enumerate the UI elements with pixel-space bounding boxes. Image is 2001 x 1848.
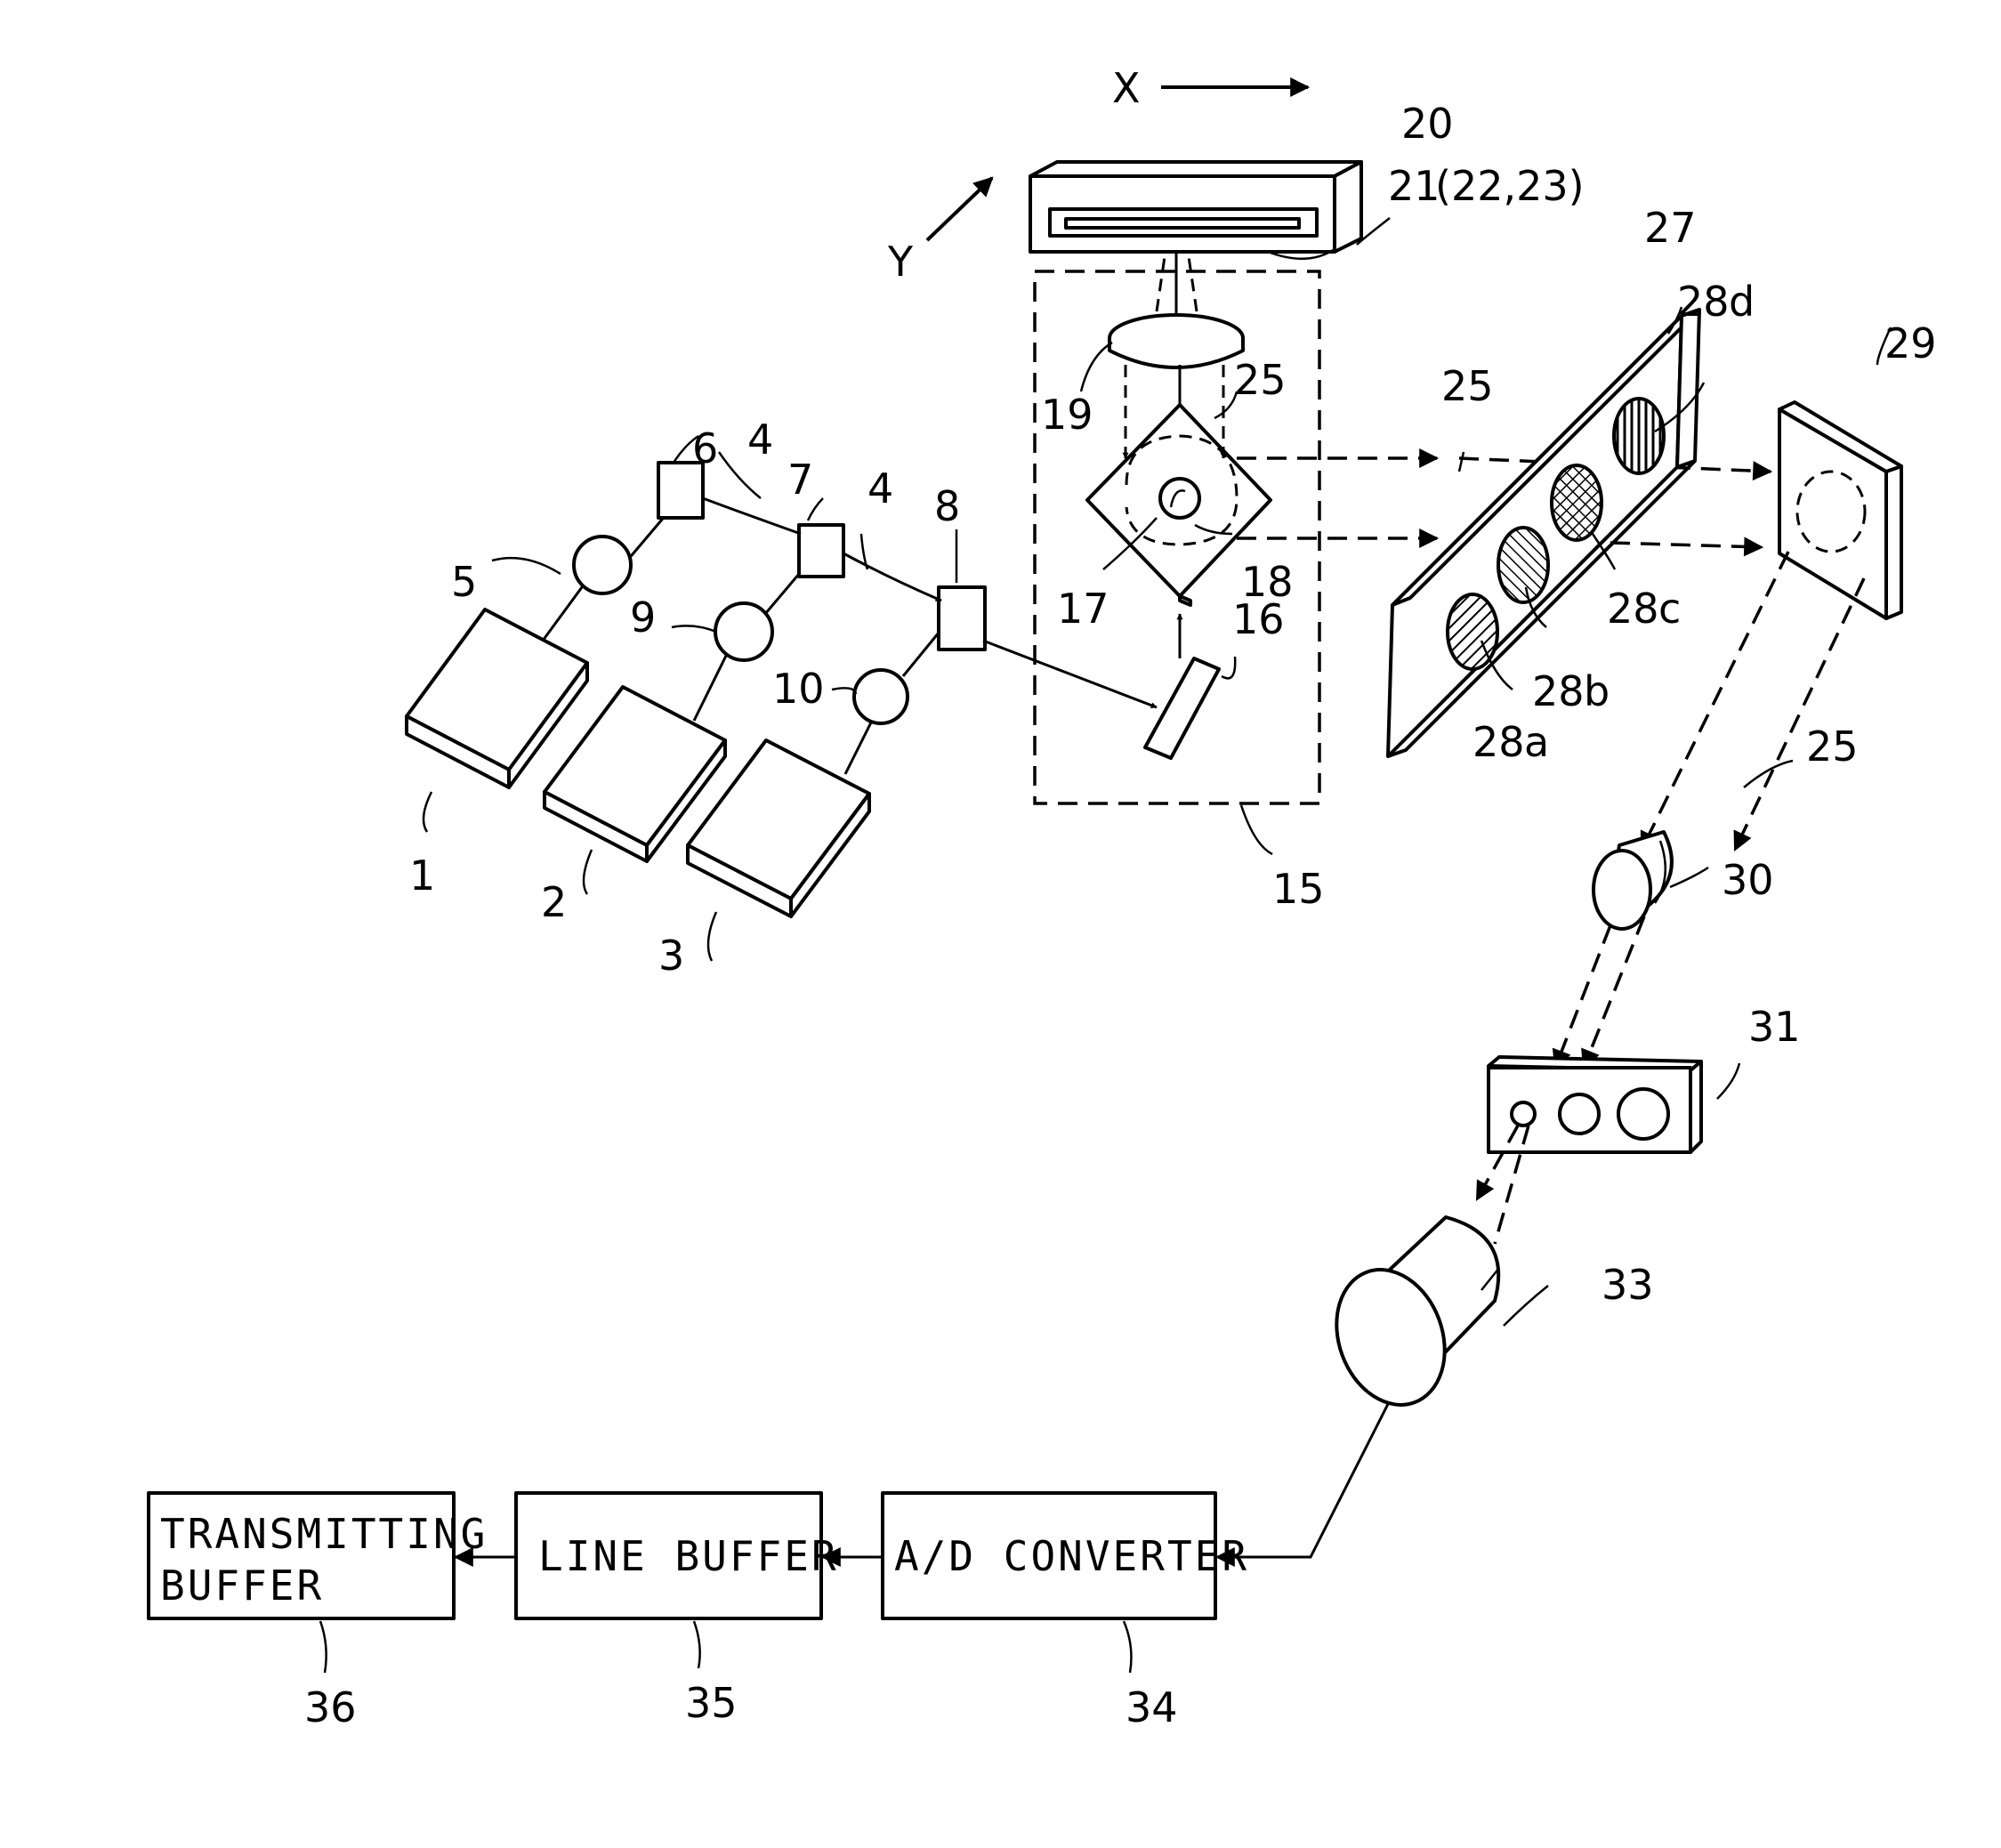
transmitting-buffer-line1: TRANSMITTING — [160, 1510, 488, 1558]
ref-25-c: 25 — [1806, 722, 1859, 771]
ref-4-second: 4 — [867, 464, 893, 512]
mirror-29 — [1779, 402, 1901, 618]
ref-29: 29 — [1884, 319, 1937, 367]
ref-5: 5 — [451, 558, 477, 606]
ref-30: 30 — [1722, 856, 1774, 904]
transmitting-buffer-line2: BUFFER — [160, 1562, 324, 1610]
line-buffer-label: LINE BUFFER — [538, 1532, 839, 1580]
mirror-7 — [799, 525, 843, 577]
ref-20: 20 — [1401, 100, 1454, 148]
ref-10: 10 — [772, 665, 825, 713]
pinhole-17 — [1160, 479, 1199, 518]
ref-28c-suffix: c — [1658, 585, 1681, 633]
ref-9: 9 — [630, 593, 656, 642]
beam-source3 — [845, 721, 872, 774]
ref-28b: 28 — [1532, 667, 1585, 715]
ref-28b-suffix: b — [1584, 667, 1610, 715]
ref-3: 3 — [658, 932, 684, 980]
y-axis-arrow — [927, 178, 992, 240]
combined-beam-to-16 — [983, 641, 1157, 707]
condenser-30 — [1594, 832, 1672, 929]
sample-stage-20 — [1030, 162, 1361, 252]
ref-28c: 28 — [1607, 585, 1659, 633]
ref-28d-suffix: d — [1729, 278, 1755, 326]
ref-18: 18 — [1241, 558, 1294, 606]
ref-8: 8 — [934, 482, 960, 530]
ref-15: 15 — [1272, 865, 1325, 913]
ref-25-a: 25 — [1234, 356, 1287, 404]
filter-28b — [1498, 528, 1548, 602]
combined-beam-4b — [843, 553, 941, 601]
beam-source2 — [694, 654, 727, 721]
ref-28a-suffix: a — [1524, 718, 1549, 766]
ref-27: 27 — [1644, 204, 1697, 252]
ref-6: 6 — [692, 424, 718, 472]
modulator-10 — [854, 670, 908, 723]
ref-2: 2 — [541, 878, 567, 926]
ref-21-sub: (22,23) — [1435, 162, 1585, 210]
ref-35: 35 — [685, 1679, 738, 1727]
modulator-5 — [574, 537, 631, 593]
ref-17: 17 — [1057, 585, 1109, 633]
filter-28d — [1614, 399, 1664, 473]
ref-25-b: 25 — [1441, 362, 1494, 410]
x-axis-label: X — [1112, 64, 1141, 112]
photomultiplier-33 — [1319, 1217, 1499, 1420]
ref-7: 7 — [787, 456, 813, 504]
y-axis-label: Y — [887, 238, 914, 286]
ref-28a: 28 — [1473, 718, 1525, 766]
modulator-9 — [715, 603, 772, 660]
ref-33: 33 — [1602, 1261, 1654, 1309]
combined-beam-4a — [703, 498, 801, 534]
ref-4-first: 4 — [747, 416, 773, 464]
ref-28d: 28 — [1677, 278, 1730, 326]
ref-1: 1 — [409, 851, 435, 900]
mirror-8 — [939, 587, 985, 650]
ref-36: 36 — [304, 1683, 357, 1731]
ref-31: 31 — [1748, 1003, 1801, 1051]
filter-28c — [1552, 465, 1602, 540]
ref-19: 19 — [1041, 391, 1093, 439]
light-source-1 — [407, 609, 587, 787]
ad-converter-label: A/D CONVERTER — [894, 1532, 1249, 1580]
ref-34: 34 — [1126, 1683, 1178, 1731]
pinhole-plate-31 — [1489, 1057, 1701, 1152]
ref-21: 21 — [1388, 162, 1440, 210]
